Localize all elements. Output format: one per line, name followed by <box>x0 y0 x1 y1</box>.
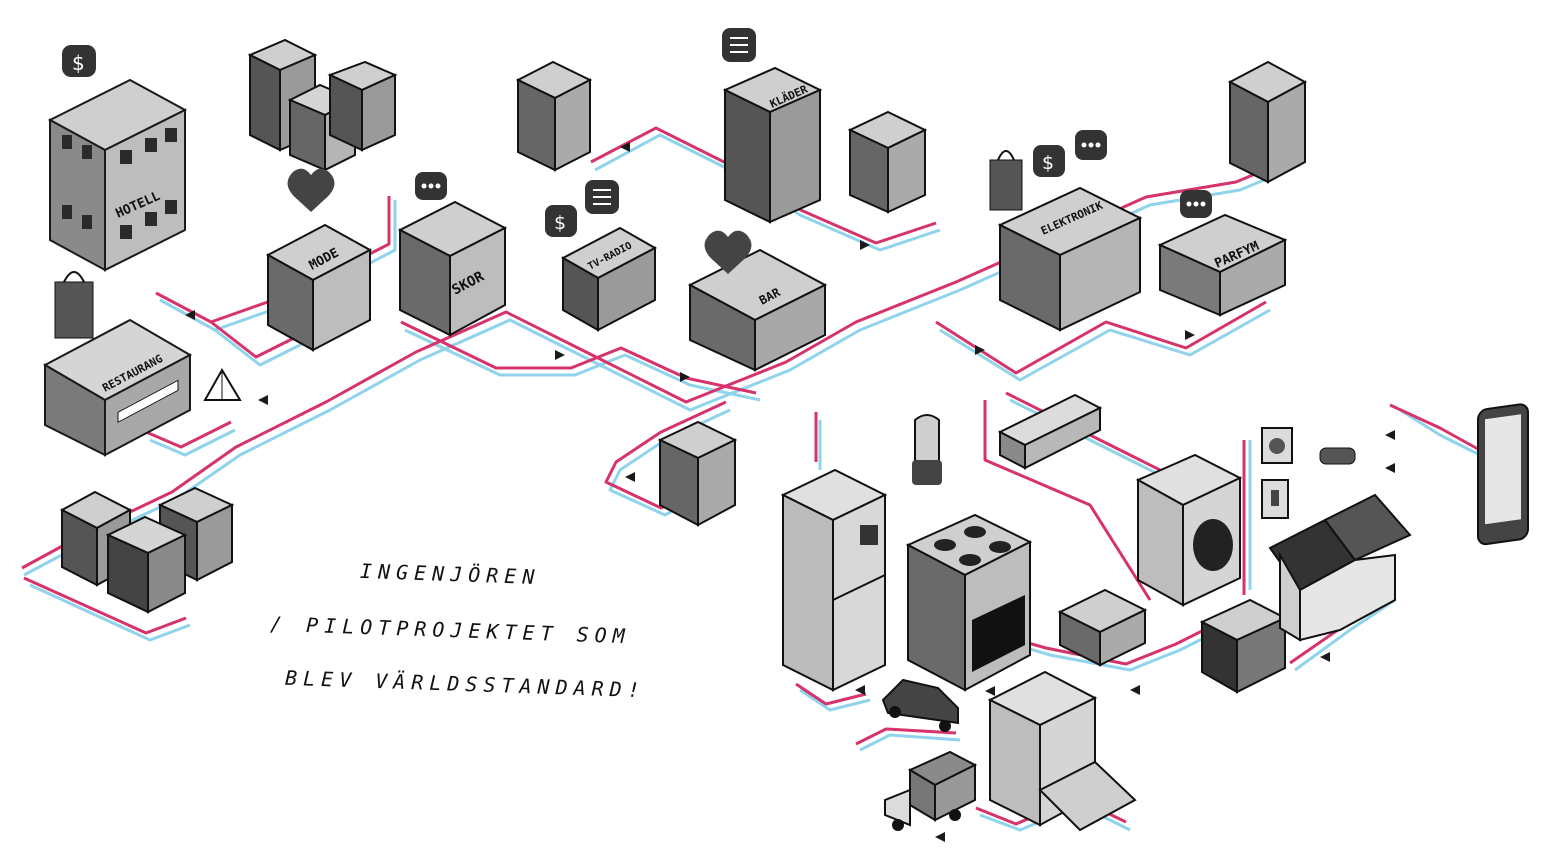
heart-icon <box>704 230 752 274</box>
klader-building: KLÄDER <box>722 66 823 224</box>
dollar-bubble-icon: $ <box>62 45 96 77</box>
light-bulb-icon <box>912 414 942 485</box>
fridge-icon <box>780 468 888 692</box>
washing-machine-icon <box>1135 453 1243 607</box>
list-bubble-icon <box>722 28 756 62</box>
center-right-building <box>847 110 928 214</box>
shopping-bag-icon <box>54 271 94 339</box>
mode-building: MODE <box>265 223 373 352</box>
restaurant-building: RESTAURANG <box>42 318 193 457</box>
hotel-building: HOTELL <box>47 78 188 272</box>
top-right-building <box>1227 60 1308 184</box>
air-conditioner-icon <box>997 393 1103 470</box>
chat-bubble-icon <box>415 172 447 200</box>
parfym-building: PARFYM <box>1157 213 1288 317</box>
sandwich-board-icon <box>203 368 242 401</box>
smartphone-icon <box>1477 403 1529 546</box>
dollar-bubble-icon: $ <box>545 205 577 237</box>
elektronik-building: ELEKTRONIK <box>997 186 1143 332</box>
truck-icon <box>884 750 978 831</box>
security-camera-icon <box>1319 447 1356 465</box>
car-icon <box>881 678 959 732</box>
shopping-bag-icon <box>989 150 1023 211</box>
house-icon <box>1268 493 1412 642</box>
microwave-icon <box>1057 588 1148 667</box>
chat-bubble-icon <box>1180 190 1212 218</box>
light-switch-icon <box>1261 479 1289 519</box>
svg-text:$: $ <box>554 212 566 234</box>
cluster-buildings-bottom <box>59 486 235 614</box>
svg-text:$: $ <box>72 51 85 75</box>
dollar-bubble-icon: $ <box>1033 145 1065 177</box>
center-top-building <box>515 60 593 172</box>
power-outlet-icon <box>1261 427 1293 464</box>
chat-bubble-icon <box>1075 130 1107 160</box>
tv-icon <box>1199 598 1288 694</box>
center-bottom-building <box>657 420 738 527</box>
tv-radio-building: TV-RADIO <box>560 226 658 332</box>
heart-icon <box>287 168 335 212</box>
skor-building: SKOR <box>397 200 508 337</box>
list-bubble-icon <box>585 180 619 214</box>
cluster-buildings-top <box>247 38 398 172</box>
svg-text:$: $ <box>1042 152 1054 174</box>
dishwasher-icon <box>987 670 1137 832</box>
stove-icon <box>905 513 1033 692</box>
